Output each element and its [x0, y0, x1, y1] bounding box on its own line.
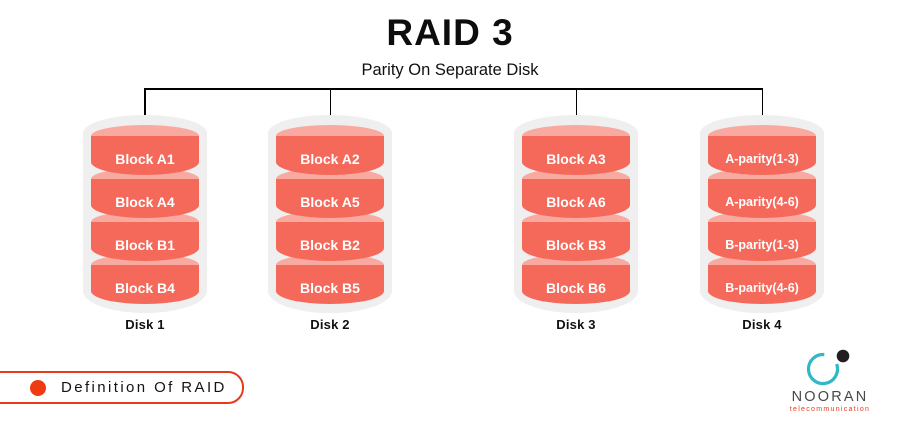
- block-segment: Block B6: [522, 254, 630, 304]
- block-label: Block B5: [300, 280, 360, 296]
- block-label: B-parity(1-3): [725, 238, 799, 252]
- block-label: B-parity(4-6): [725, 281, 799, 295]
- block-segment: Block B4: [91, 254, 199, 304]
- block-label: Block B2: [300, 237, 360, 253]
- block-segment: A-parity(1-3): [708, 125, 816, 175]
- block-segment: Block B1: [91, 211, 199, 261]
- block-segment: Block B3: [522, 211, 630, 261]
- page-subtitle: Parity On Separate Disk: [361, 61, 539, 79]
- red-dot-icon: [30, 379, 46, 396]
- block-segment: Block A6: [522, 168, 630, 218]
- block-label: Block B6: [546, 280, 606, 296]
- block-segment: B-parity(4-6): [708, 254, 816, 304]
- block-segment: Block B2: [276, 211, 384, 261]
- cylinder-shell: Block A3 Block A6 Block B3 Block B6: [514, 115, 638, 313]
- badge-label: Definition Of RAID: [61, 379, 227, 396]
- disk-cylinder-3: Block A3 Block A6 Block B3 Block B6 Disk…: [514, 115, 638, 332]
- disk-label: Disk 1: [125, 317, 165, 332]
- nooran-logo: NOORAN telecommunication: [788, 348, 872, 413]
- block-label: Block A4: [115, 194, 175, 210]
- block-label: Block A1: [115, 151, 175, 167]
- disk-cylinder-2: Block A2 Block A5 Block B2 Block B5 Disk…: [268, 115, 392, 332]
- block-label: Block B4: [115, 280, 175, 296]
- block-label: A-parity(1-3): [725, 152, 799, 166]
- page-title: RAID 3: [386, 12, 514, 53]
- definition-of-raid-badge: Definition Of RAID: [0, 371, 244, 404]
- disk-cylinder-1: Block A1 Block A4 Block B1 Block B4 Disk…: [83, 115, 207, 332]
- connector-line-disk1: [144, 88, 146, 118]
- logo-tagline: telecommunication: [789, 406, 871, 413]
- disk-label: Disk 4: [742, 317, 782, 332]
- block-label: Block B1: [115, 237, 175, 253]
- cylinder-shell: Block A2 Block A5 Block B2 Block B5: [268, 115, 392, 313]
- block-label: A-parity(4-6): [725, 195, 799, 209]
- logo-name: NOORAN: [791, 389, 869, 405]
- block-label: Block A3: [546, 151, 606, 167]
- block-label: Block A5: [300, 194, 360, 210]
- disk-label: Disk 2: [310, 317, 350, 332]
- block-segment: Block A3: [522, 125, 630, 175]
- block-segment: Block B5: [276, 254, 384, 304]
- block-segment: Block A2: [276, 125, 384, 175]
- block-segment: A-parity(4-6): [708, 168, 816, 218]
- nooran-circle-dot-logo-icon: [806, 349, 850, 386]
- block-segment: Block A5: [276, 168, 384, 218]
- header: RAID 3 Parity On Separate Disk: [0, 0, 900, 80]
- block-segment: Block A4: [91, 168, 199, 218]
- block-label: Block A6: [546, 194, 606, 210]
- connector-horizontal-line: [144, 88, 763, 90]
- block-segment: B-parity(1-3): [708, 211, 816, 261]
- disk-label: Disk 3: [556, 317, 596, 332]
- block-label: Block A2: [300, 151, 360, 167]
- connector-line-disk3: [575, 88, 577, 118]
- connector-line-disk4: [761, 88, 763, 118]
- cylinder-shell: A-parity(1-3) A-parity(4-6) B-parity(1-3…: [700, 115, 824, 313]
- disk-cylinder-4-parity: A-parity(1-3) A-parity(4-6) B-parity(1-3…: [700, 115, 824, 332]
- block-label: Block B3: [546, 237, 606, 253]
- block-segment: Block A1: [91, 125, 199, 175]
- cylinder-shell: Block A1 Block A4 Block B1 Block B4: [83, 115, 207, 313]
- connector-line-disk2: [329, 88, 331, 118]
